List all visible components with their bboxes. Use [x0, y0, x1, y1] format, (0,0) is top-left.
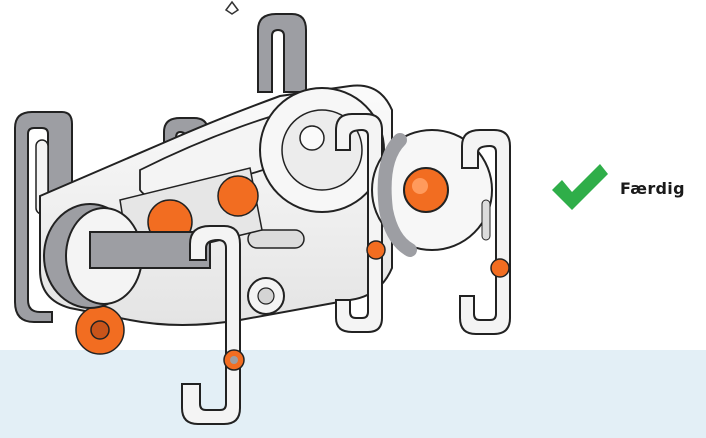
status-done: Færdig — [548, 160, 685, 216]
top-marker-icon — [226, 2, 238, 14]
leg-top-back — [258, 14, 306, 92]
checkmark-icon — [548, 160, 610, 216]
status-label: Færdig — [620, 179, 685, 198]
center-knob — [248, 278, 284, 314]
